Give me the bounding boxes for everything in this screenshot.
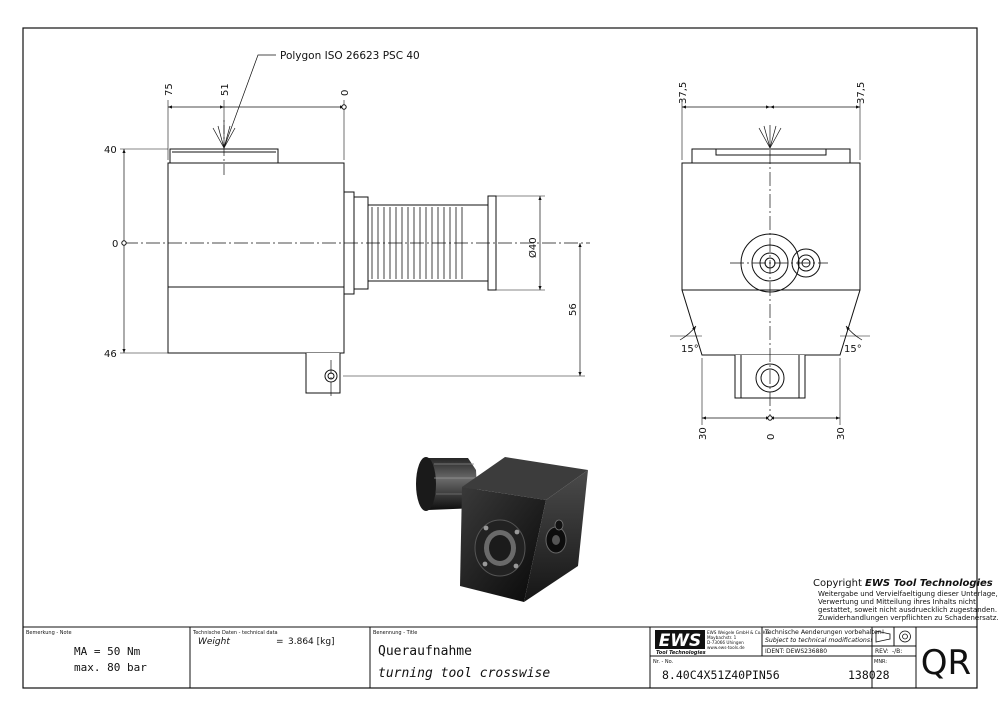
title-english: turning tool crosswise bbox=[378, 666, 550, 681]
note-header: Bemerkung - Note bbox=[26, 630, 72, 636]
dim-51: 51 bbox=[220, 83, 231, 96]
title-block bbox=[23, 626, 977, 688]
mnr-value: 138028 bbox=[848, 668, 890, 682]
svg-text:Copyright EWS Tool Technologie: Copyright EWS Tool Technologies bbox=[813, 578, 993, 589]
ews-logo: EWS Tool Technologies bbox=[655, 630, 706, 656]
dim-46: 46 bbox=[104, 349, 117, 360]
company-line-1: EWS Weigele GmbH & Co. KG bbox=[707, 630, 769, 635]
change-note-de: Technische Aenderungen vorbehalten! bbox=[764, 629, 884, 636]
copyright-brand: EWS Tool Technologies bbox=[865, 578, 993, 589]
title-german: Queraufnahme bbox=[378, 644, 472, 659]
title-header: Benennung - Title bbox=[373, 630, 417, 636]
angle-15-right: 15° bbox=[844, 344, 862, 355]
tech-data-header: Technische Daten - technical data bbox=[192, 630, 278, 636]
dim-30-left: 30 bbox=[698, 427, 709, 440]
rev-label: REV: bbox=[875, 648, 889, 655]
weight-label: Weight bbox=[198, 637, 230, 647]
dim-37-5-right: 37,5 bbox=[856, 82, 867, 104]
dim-30-right: 30 bbox=[836, 427, 847, 440]
note-line-1: MA = 50 Nm bbox=[74, 645, 141, 658]
rev-value: -/B: bbox=[892, 648, 902, 655]
dim-0-left: 0 bbox=[112, 239, 118, 250]
dim-0-top: 0 bbox=[340, 90, 351, 96]
ident-value: DEWS236880 bbox=[786, 648, 827, 655]
dim-0-bottom: 0 bbox=[766, 434, 777, 440]
copyright-line-1: Weitergabe und Vervielfaeltigung dieser … bbox=[818, 590, 998, 598]
drawing-frame bbox=[22, 27, 978, 689]
weight-equals: = bbox=[276, 637, 284, 647]
dim-56: 56 bbox=[568, 303, 579, 316]
copyright-line-4: Zuwiderhandlungen verpflichten zu Schade… bbox=[818, 614, 999, 622]
dim-40: 40 bbox=[104, 145, 117, 156]
side-view bbox=[670, 100, 870, 425]
mnr-header: MNR: bbox=[874, 659, 887, 665]
front-view bbox=[120, 54, 590, 398]
nr-header: Nr. - No. bbox=[653, 659, 674, 665]
polygon-label: Polygon ISO 26623 PSC 40 bbox=[280, 50, 420, 62]
part-number: 8.40C4X51Z40PIN56 bbox=[662, 668, 780, 682]
logo-text: EWS bbox=[659, 631, 702, 651]
weight-value: 3.864 [kg] bbox=[288, 637, 335, 647]
qr-label: QR bbox=[921, 643, 971, 683]
dim-diameter-40: Ø40 bbox=[527, 237, 539, 258]
tool-holder-3d-render bbox=[416, 457, 588, 602]
copyright-line-3: gestattet, soweit nicht ausdruecklich zu… bbox=[818, 606, 997, 614]
dim-75: 75 bbox=[164, 83, 175, 96]
copyright-notice: Copyright EWS Tool Technologies Weiterga… bbox=[813, 578, 999, 622]
dim-37-5-left: 37,5 bbox=[678, 82, 689, 104]
company-line-3: D-73066 Uhingen bbox=[707, 640, 744, 645]
company-line-2: Maybachstr. 1 bbox=[707, 635, 737, 640]
logo-subtitle: Tool Technologies bbox=[656, 650, 706, 656]
company-line-4: www.ews-tools.de bbox=[707, 645, 745, 650]
change-note-en: Subject to technical modifications! bbox=[765, 636, 873, 644]
copyright-line-2: Verwertung und Mitteilung ihres Inhalts … bbox=[818, 598, 976, 606]
ident-label: IDENT: bbox=[765, 648, 785, 655]
projection-symbol-icon bbox=[875, 630, 911, 643]
angle-15-left: 15° bbox=[681, 344, 699, 355]
note-line-2: max. 80 bar bbox=[74, 661, 147, 674]
copyright-prefix: Copyright bbox=[813, 578, 865, 589]
